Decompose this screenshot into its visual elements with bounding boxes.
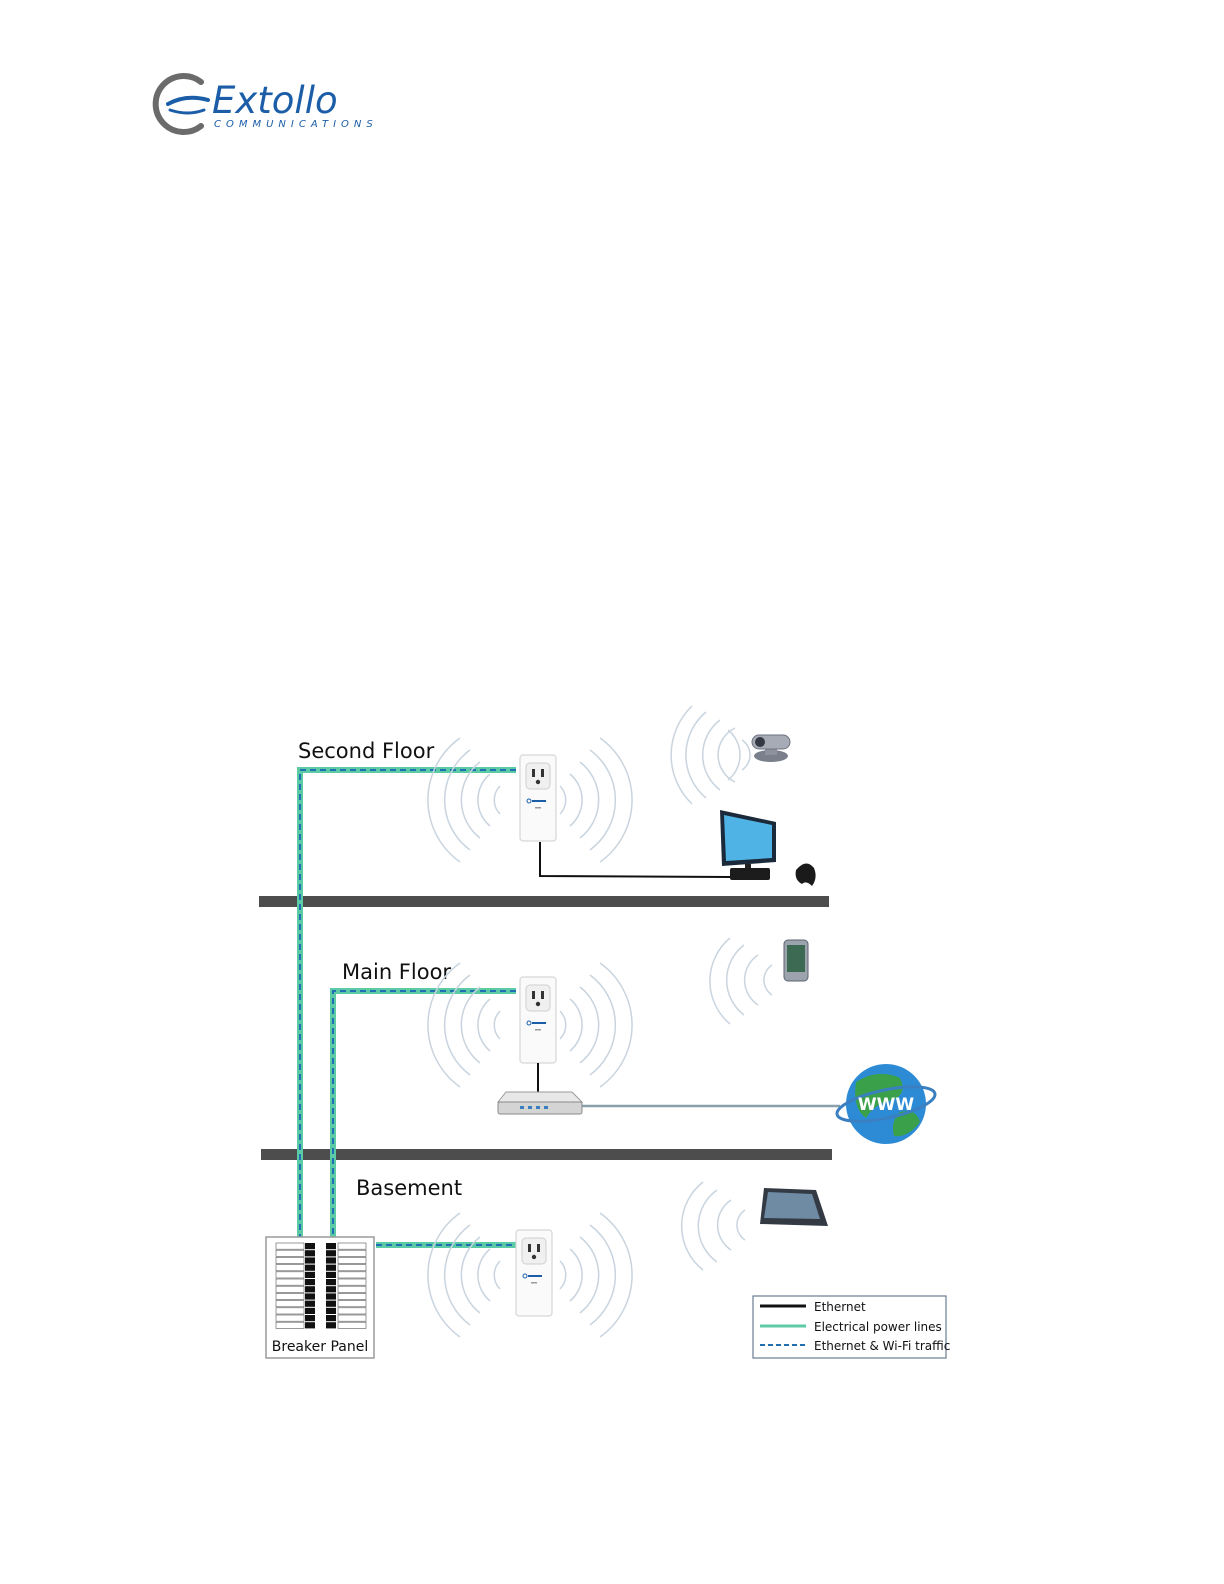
smartphone-icon: [784, 940, 808, 981]
breaker-switch: [326, 1265, 336, 1271]
breaker-slot: [276, 1250, 304, 1256]
breaker-slot: [276, 1301, 304, 1307]
breaker-slot: [338, 1265, 366, 1271]
breaker-panel-label: Breaker Panel: [272, 1339, 368, 1355]
main-floor-label: Main Floor: [342, 960, 451, 984]
breaker-slot: [276, 1293, 304, 1299]
breaker-slot: [276, 1257, 304, 1263]
breaker-switch: [305, 1243, 315, 1249]
second-floor-label: Second Floor: [298, 739, 435, 763]
breaker-switch: [326, 1272, 336, 1278]
breaker-switch: [326, 1322, 336, 1328]
breaker-slot: [338, 1272, 366, 1278]
powerline-adapter-basement: [516, 1230, 552, 1316]
breaker-slot: [276, 1279, 304, 1285]
tv-game-console-icon: [720, 810, 816, 886]
breaker-switch: [326, 1279, 336, 1285]
breaker-switch: [305, 1293, 315, 1299]
breaker-switch: [326, 1257, 336, 1263]
breaker-slot: [338, 1315, 366, 1321]
breaker-slot: [276, 1308, 304, 1314]
powerline-adapter-second-floor: [520, 755, 556, 841]
globe-label: WWW: [858, 1095, 915, 1115]
breaker-switch: [305, 1301, 315, 1307]
breaker-switch: [326, 1293, 336, 1299]
breaker-switch: [326, 1250, 336, 1256]
breaker-switch: [305, 1315, 315, 1321]
breaker-switch: [305, 1279, 315, 1285]
breaker-switch: [326, 1243, 336, 1249]
tablet-icon: [760, 1188, 828, 1226]
legend-power-label: Electrical power lines: [814, 1320, 942, 1334]
breaker-switch: [305, 1308, 315, 1314]
breaker-slot: [276, 1322, 304, 1328]
breaker-switch: [305, 1272, 315, 1278]
breaker-switch: [326, 1301, 336, 1307]
second-floor-slab: [259, 896, 829, 907]
breaker-slot: [338, 1293, 366, 1299]
router-icon: [498, 1092, 582, 1114]
breaker-panel: Breaker Panel: [266, 1237, 374, 1358]
breaker-slot: [276, 1286, 304, 1292]
powerline-adapter-main-floor: [520, 977, 556, 1063]
breaker-switch: [326, 1308, 336, 1314]
breaker-switch: [305, 1322, 315, 1328]
breaker-slot: [276, 1243, 304, 1249]
breaker-slot: [276, 1272, 304, 1278]
wifi-waves-devices: [671, 706, 772, 1270]
ethernet-cables: [538, 842, 730, 1092]
main-floor-slab: [261, 1149, 832, 1160]
breaker-switch: [305, 1286, 315, 1292]
breaker-slot: [338, 1322, 366, 1328]
basement-label: Basement: [356, 1176, 462, 1200]
breaker-slot: [338, 1308, 366, 1314]
breaker-switch: [305, 1257, 315, 1263]
breaker-slot: [338, 1301, 366, 1307]
breaker-slot: [338, 1243, 366, 1249]
legend-ethernet-label: Ethernet: [814, 1300, 866, 1314]
breaker-slot: [338, 1250, 366, 1256]
breaker-switch: [326, 1315, 336, 1321]
globe-www-icon: WWW: [834, 1064, 938, 1144]
breaker-slot: [338, 1286, 366, 1292]
breaker-slot: [338, 1257, 366, 1263]
breaker-slot: [338, 1279, 366, 1285]
breaker-slot: [276, 1315, 304, 1321]
breaker-switch: [326, 1286, 336, 1292]
legend: Ethernet Electrical power lines Ethernet…: [753, 1296, 950, 1358]
legend-traffic-label: Ethernet & Wi-Fi traffic: [814, 1339, 950, 1353]
breaker-switch: [305, 1265, 315, 1271]
breaker-slot: [276, 1265, 304, 1271]
breaker-switch: [305, 1250, 315, 1256]
webcam-icon: [752, 735, 790, 762]
